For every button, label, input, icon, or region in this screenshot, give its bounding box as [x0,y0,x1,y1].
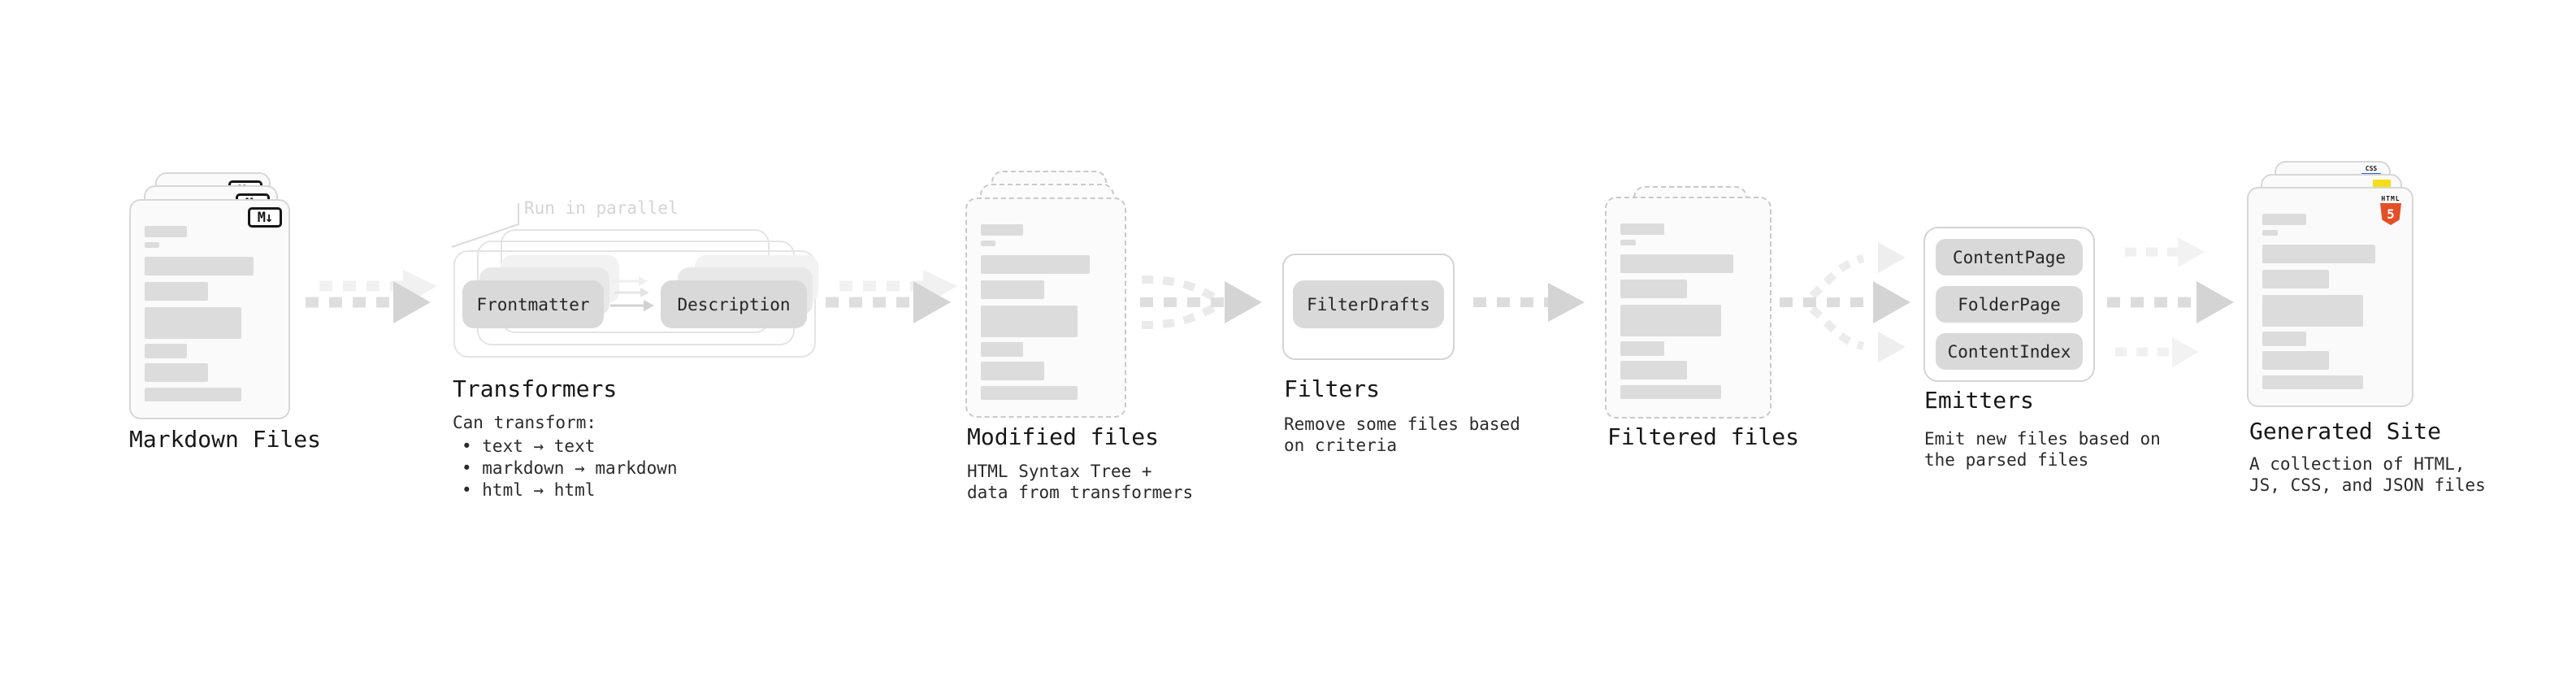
transformers-bullet-list: • text → text • markdown → markdown • ht… [462,436,678,501]
emitter-folder-page-pill: FolderPage [1936,286,2083,323]
filter-drafts-pill: FilterDrafts [1293,280,1444,328]
callout-line [451,203,519,248]
merge-arrow-icon [1140,275,1262,329]
transformer-description-pill: Description [661,280,807,328]
stage-title-generated-site: Generated Site [2249,418,2442,445]
file-card: M↓ [129,199,290,419]
stage-title-filtered-files: Filtered files [1607,423,1800,450]
filtered-file-stack [1605,186,1784,430]
bullet-item: • markdown → markdown [462,458,678,478]
flow-arrow-icon [1473,283,1585,322]
stage-title-emitters: Emitters [1924,387,2034,414]
transformer-box [453,250,816,358]
bullet-item: • text → text [462,436,596,456]
file-content-placeholder [2262,214,2400,389]
bullet-item: • html → html [462,480,596,500]
markdown-icon: M↓ [248,207,282,228]
filters-description: Remove some files based on criteria [1284,414,1520,455]
modified-file-stack [965,171,1144,423]
file-content-placeholder [1620,223,1759,399]
stage-title-transformers: Transformers [453,375,618,402]
emitters-description: Emit new files based on the parsed files [1924,429,2161,470]
fanout-arrow-icon [1780,242,1910,362]
transformers-description-heading: Can transform: [453,413,597,432]
file-card: HTML 5 [2247,187,2413,407]
transformer-frontmatter-pill: Frontmatter [462,280,604,328]
stage-title-modified-files: Modified files [967,423,1160,450]
modified-files-description: HTML Syntax Tree + data from transformer… [967,462,1194,502]
file-card [965,197,1126,418]
emitter-content-index-pill: ContentIndex [1936,333,2083,370]
parallel-flow-arrow-icon [306,270,437,323]
file-card [1605,197,1772,419]
file-content-placeholder [981,224,1113,400]
generated-site-description: A collection of HTML, JS, CSS, and JSON … [2249,454,2486,495]
file-content-placeholder [145,226,277,401]
transform-arrows-icon [610,276,654,311]
triple-flow-arrow-icon [2107,237,2234,367]
stage-title-markdown-files: Markdown Files [129,426,322,453]
emitter-content-page-pill: ContentPage [1936,239,2083,275]
html5-icon: HTML 5 [2379,195,2402,225]
markdown-file-stack: M↓ M↓ M↓ [129,172,308,424]
parallel-flow-arrow-icon [826,270,957,323]
emitters-box: ContentPage FolderPage ContentIndex [1923,227,2095,382]
run-in-parallel-annotation: Run in parallel [524,198,679,218]
generated-site-stack: CSS HTML 5 [2247,161,2426,413]
stage-title-filters: Filters [1284,375,1381,402]
